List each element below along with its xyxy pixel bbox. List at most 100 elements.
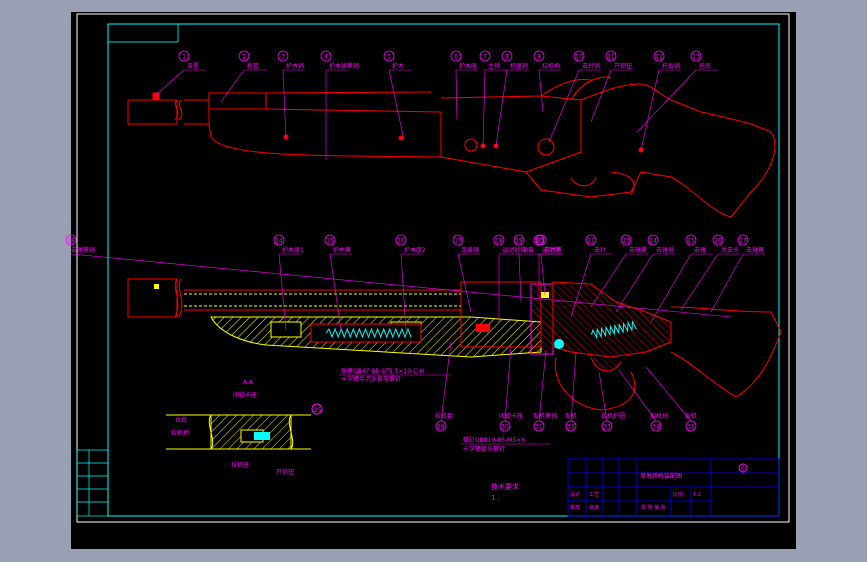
callout-label: 轴套 (522, 246, 534, 254)
callout-number: 29 (437, 424, 445, 431)
callout-label: 准星 (187, 62, 199, 70)
callout-number: 26 (714, 238, 722, 245)
callout-7: 7主销 (479, 50, 507, 147)
svg-text:十字槽半沉头自攻螺钉: 十字槽半沉头自攻螺钉 (341, 375, 401, 383)
title-block-text: 单发猎枪装配图 0 设计 审核 工艺 批准 比例 1:2 共 张 第 张 (570, 463, 748, 511)
svg-text:台肩: 台肩 (175, 416, 187, 424)
callout-number: 21 (537, 238, 545, 245)
svg-text:比例: 比例 (673, 491, 683, 498)
callout-5: 5护木 (383, 50, 411, 141)
callout-number: 2 (242, 54, 246, 61)
callout-label: 击锤簧 (746, 246, 764, 254)
callout-number: 34 (652, 424, 660, 431)
callout-label: 托底 (699, 62, 711, 70)
svg-text:拉机柄: 拉机柄 (171, 429, 189, 437)
callout-number: 6 (454, 54, 458, 61)
drawing-title: 单发猎枪装配图 (640, 472, 682, 480)
callout-label: 护木 (392, 62, 404, 70)
callout-number: 30 (501, 424, 509, 431)
callout-label: 运动销 (542, 246, 560, 254)
technical-requirements: 技术要求 1 . (491, 482, 519, 502)
callout-number: 24 (649, 238, 657, 245)
callout-2: 2枪管 (220, 50, 266, 103)
callout-label: 枪管 (247, 62, 259, 70)
callout-label: 击针簧 (544, 246, 562, 254)
callout-label: 护木座 (459, 62, 477, 70)
callout-number: 10 (575, 54, 583, 61)
callout-number: 33 (603, 424, 611, 431)
callout-label: 护木销 (286, 62, 304, 70)
callout-label: 拉机柄 (542, 62, 560, 70)
cad-drawing: 1准星2枪管3护木销4护木弹簧销5护木6护木座7主销8机匣销9拉机柄10击针销1… (65, 13, 790, 523)
callout-label: 扳机 (685, 412, 697, 420)
spring-note: 弹簧GB47-85-ST5.5×10-C-H 十字槽半沉头自攻螺钉 (339, 367, 451, 383)
callout-number: 14 (275, 238, 283, 245)
callout-label: 击锤簧 (629, 246, 647, 254)
corner-tag-box (107, 23, 179, 43)
callout-number: 8 (505, 54, 509, 61)
callout-number: 25 (687, 238, 695, 245)
callout-number: 23 (622, 238, 630, 245)
callout-label: 扳机簧销 (533, 412, 557, 420)
callout-label: 机匣销 (510, 62, 528, 70)
svg-text:设计: 设计 (570, 491, 580, 498)
svg-text:25: 25 (314, 407, 322, 414)
callout-label: 击锤 (694, 246, 706, 254)
callout-label: 扳机护圈 (601, 412, 625, 420)
callout-number: 31 (535, 424, 543, 431)
svg-text:审核: 审核 (570, 504, 580, 511)
callout-label: 护木座2 (404, 246, 426, 254)
callout-number: 32 (567, 424, 575, 431)
callout-number: 11 (607, 54, 615, 61)
callout-label: 运动销钉 (502, 246, 526, 254)
svg-text:闭锁卡座: 闭锁卡座 (233, 391, 257, 399)
callout-label: 主销 (488, 62, 500, 70)
callout-label: 拉机套 (435, 412, 453, 420)
callout-label: 击针销 (582, 62, 600, 70)
callouts-top: 1准星2枪管3护木销4护木弹簧销5护木6护木座7主销8机匣销9拉机柄10击针销1… (155, 50, 718, 160)
callout-label: 护木簧 (333, 246, 351, 254)
svg-text:开锁钮: 开锁钮 (276, 468, 294, 476)
callout-number: 16 (397, 238, 405, 245)
rifle-side-view (127, 76, 776, 218)
callout-label: 护木座1 (282, 246, 304, 254)
callout-number: 1 (182, 54, 186, 61)
svg-text:1 .: 1 . (491, 494, 500, 502)
callout-number: 12 (655, 54, 663, 61)
svg-text:十字槽盘头螺钉: 十字槽盘头螺钉 (463, 445, 505, 453)
callout-label: 击锤销 (656, 246, 674, 254)
svg-text:1:2: 1:2 (693, 492, 701, 498)
callout-29: 拉机套 29 (435, 341, 453, 432)
callout-number: 18 (495, 238, 503, 245)
callout-number: 19 (515, 238, 523, 245)
callout-1: 1准星 (155, 50, 206, 96)
callout-number: 27 (739, 238, 747, 245)
callout-number: 3 (281, 54, 285, 61)
svg-text:拉机座: 拉机座 (231, 461, 249, 469)
svg-text:共 张 第 张: 共 张 第 张 (641, 504, 666, 511)
svg-text:螺钉GB819-85-M5×6: 螺钉GB819-85-M5×6 (463, 436, 525, 444)
callout-number: 20 (535, 238, 543, 245)
callout-label: 护木弹簧销 (329, 62, 359, 70)
